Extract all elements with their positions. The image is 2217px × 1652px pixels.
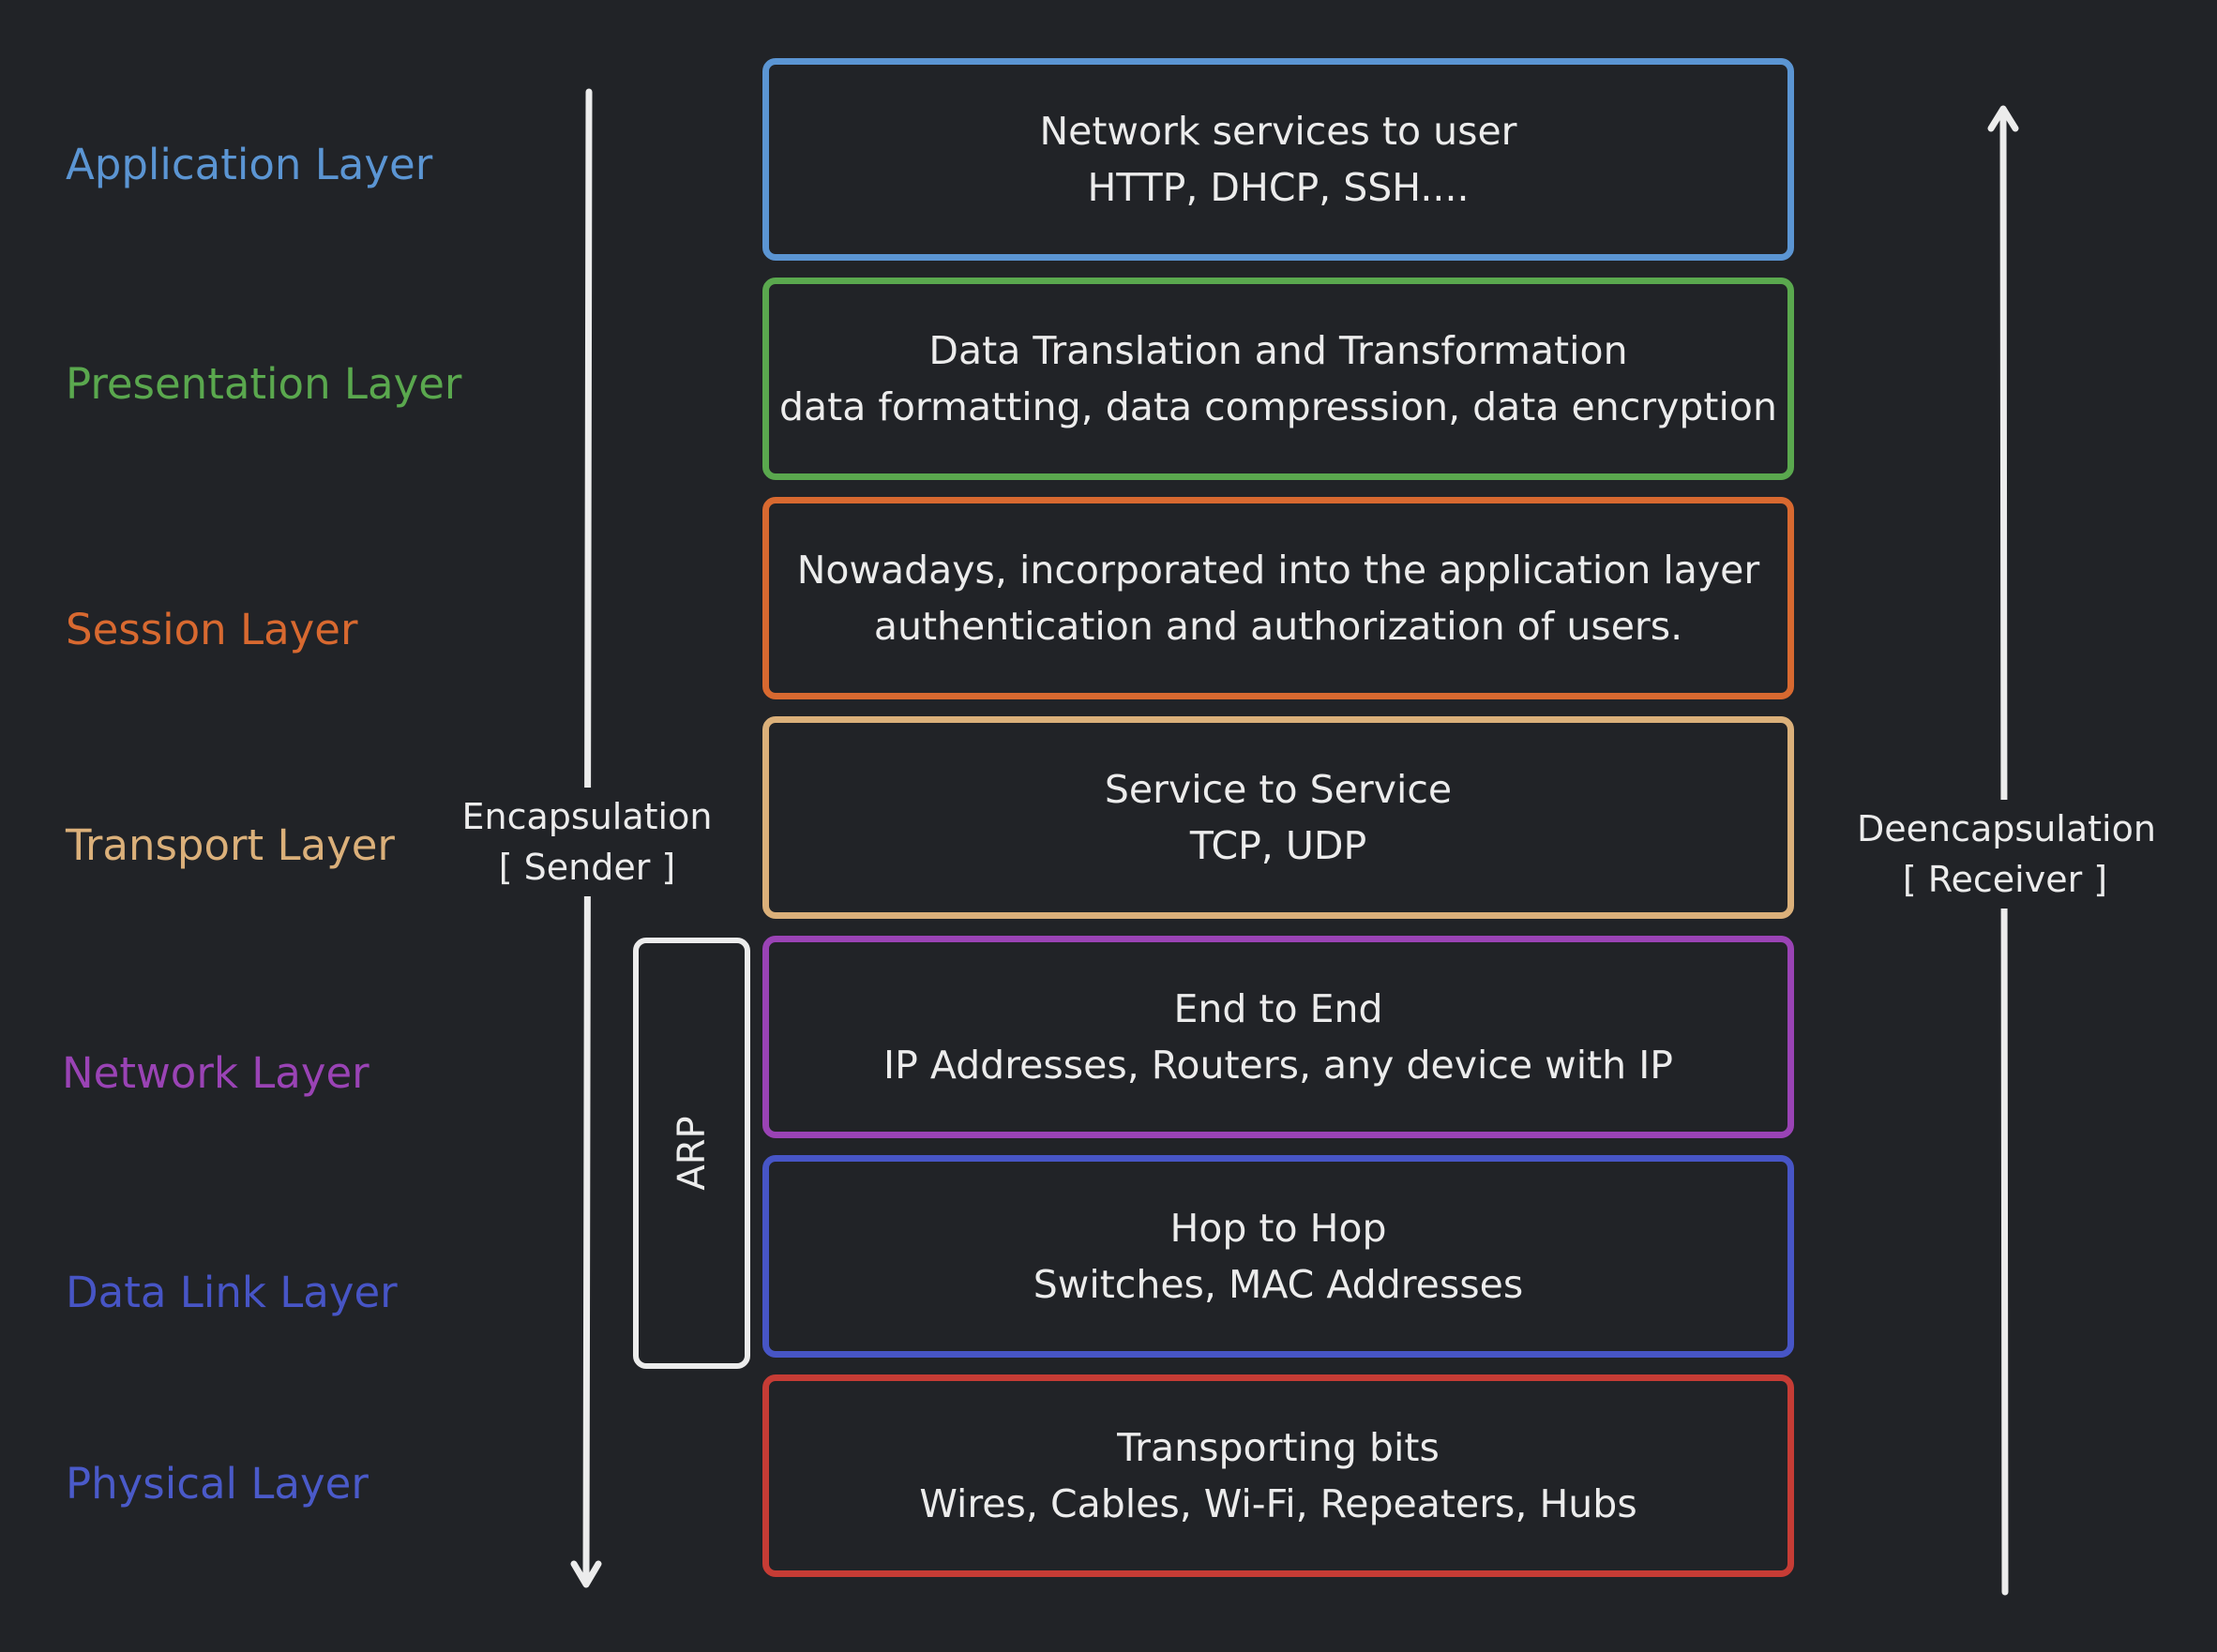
deencapsulation-arrow-head	[1987, 105, 2019, 132]
data-link-layer-label: Data Link Layer	[66, 1268, 398, 1317]
data-link-layer-examples: Switches, MAC Addresses	[1033, 1262, 1524, 1307]
physical-layer-label: Physical Layer	[66, 1459, 369, 1509]
physical-layer-examples: Wires, Cables, Wi-Fi, Repeaters, Hubs	[919, 1481, 1637, 1526]
data-link-layer-description: Hop to Hop	[1169, 1206, 1387, 1251]
session-layer-box: Nowadays, incorporated into the applicat…	[762, 497, 1794, 699]
physical-layer-description: Transporting bits	[1117, 1425, 1440, 1470]
data-link-layer-box: Hop to Hop Switches, MAC Addresses	[762, 1155, 1794, 1358]
encapsulation-role: [ Sender ]	[498, 847, 676, 888]
network-layer-examples: IP Addresses, Routers, any device with I…	[882, 1043, 1674, 1088]
application-layer-examples: HTTP, DHCP, SSH....	[1087, 165, 1470, 210]
arp-box: ARP	[633, 938, 750, 1369]
transport-layer-examples: TCP, UDP	[1189, 823, 1367, 868]
transport-layer-description: Service to Service	[1104, 767, 1453, 812]
deencapsulation-label: Deencapsulation [ Receiver ]	[1857, 800, 2156, 909]
network-layer-description: End to End	[1173, 986, 1383, 1031]
session-layer-examples: authentication and authorization of user…	[873, 604, 1683, 649]
application-layer-description: Network services to user	[1039, 109, 1517, 154]
encapsulation-label: Encapsulation [ Sender ]	[460, 788, 715, 896]
deencapsulation-title: Deencapsulation	[1857, 808, 2156, 849]
application-layer-label: Application Layer	[66, 140, 433, 189]
encapsulation-arrow-head	[570, 1560, 602, 1588]
application-layer-box: Network services to user HTTP, DHCP, SSH…	[762, 58, 1794, 261]
transport-layer-box: Service to Service TCP, UDP	[762, 716, 1794, 919]
encapsulation-title: Encapsulation	[461, 796, 713, 837]
presentation-layer-label: Presentation Layer	[66, 359, 462, 409]
session-layer-description: Nowadays, incorporated into the applicat…	[796, 548, 1760, 593]
transport-layer-label: Transport Layer	[66, 820, 395, 870]
arp-label: ARP	[670, 1116, 714, 1191]
physical-layer-box: Transporting bits Wires, Cables, Wi-Fi, …	[762, 1374, 1794, 1577]
presentation-layer-description: Data Translation and Transformation	[928, 328, 1628, 373]
network-layer-label: Network Layer	[62, 1048, 370, 1098]
network-layer-box: End to End IP Addresses, Routers, any de…	[762, 936, 1794, 1138]
presentation-layer-examples: data formatting, data compression, data …	[779, 384, 1777, 429]
presentation-layer-box: Data Translation and Transformation data…	[762, 278, 1794, 480]
deencapsulation-role: [ Receiver ]	[1902, 859, 2108, 900]
session-layer-label: Session Layer	[66, 605, 358, 654]
